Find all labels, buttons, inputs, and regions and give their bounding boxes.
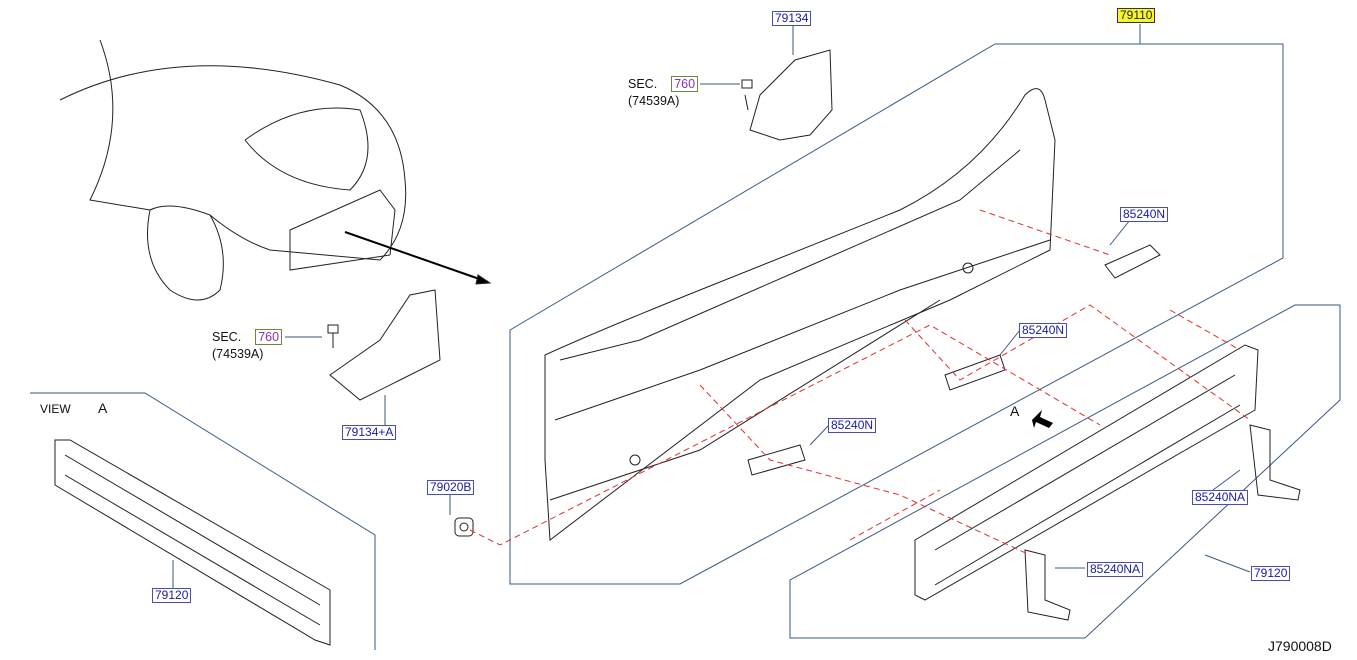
label-79120[interactable]: 79120 xyxy=(1251,566,1291,581)
view-arrow-icon xyxy=(1032,410,1053,428)
sec-ref-lower: SEC. 760 (74539A) xyxy=(212,329,283,363)
view-a-reinforcement xyxy=(54,439,331,646)
label-79110[interactable]: 79110 xyxy=(1117,8,1156,23)
sec-ref-upper: SEC. 760 (74539A) xyxy=(628,76,699,110)
label-85240na-2[interactable]: 85240NA xyxy=(1087,562,1144,577)
label-79134[interactable]: 79134 xyxy=(772,11,812,26)
car-rear-sketch xyxy=(59,39,492,301)
label-85240n-2[interactable]: 85240N xyxy=(1019,323,1068,338)
sec-part: (74539A) xyxy=(628,94,680,108)
frame-79120-box xyxy=(789,304,1341,639)
dashed-leaders xyxy=(469,209,1251,556)
sec-prefix: SEC. xyxy=(212,330,242,344)
sec-ref-link[interactable]: 760 xyxy=(255,329,283,345)
diagram-id: J790008D xyxy=(1268,638,1332,654)
rear-panel-79110 xyxy=(544,88,1056,541)
nut-79020b xyxy=(454,517,474,537)
clips xyxy=(747,244,1161,476)
arrow-a-label: A xyxy=(1010,403,1020,419)
label-79020b[interactable]: 79020B xyxy=(427,480,475,495)
sec-prefix: SEC. xyxy=(628,77,658,91)
reinforcement-79120 xyxy=(914,344,1301,621)
frame-79110-box xyxy=(509,43,1284,585)
view-label: VIEW xyxy=(40,402,71,416)
label-79120-view[interactable]: 79120 xyxy=(152,588,192,603)
label-85240n-1[interactable]: 85240N xyxy=(1120,207,1169,222)
label-85240n-3[interactable]: 85240N xyxy=(828,418,877,433)
label-85240na-1[interactable]: 85240NA xyxy=(1192,490,1249,505)
sec-part: (74539A) xyxy=(212,347,264,361)
label-79134a[interactable]: 79134+A xyxy=(342,425,397,440)
view-letter: A xyxy=(98,400,108,416)
bracket-79134 xyxy=(741,49,833,141)
frame-view-a xyxy=(30,392,376,650)
bracket-79134a xyxy=(327,289,441,401)
sec-ref-link[interactable]: 760 xyxy=(671,76,699,92)
